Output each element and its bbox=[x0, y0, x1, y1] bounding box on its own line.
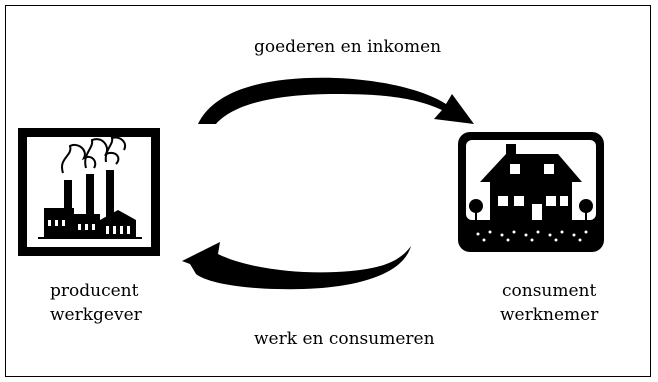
diagram-frame: goederen en inkomen werk en consumeren p… bbox=[5, 5, 651, 377]
bottom-arrow bbox=[182, 242, 411, 290]
producer-label: producent werkgever bbox=[50, 279, 142, 327]
factory-icon bbox=[18, 128, 160, 256]
consumer-label: consument werknemer bbox=[500, 279, 598, 327]
producer-line2: werkgever bbox=[50, 305, 142, 325]
top-flow-label: goederen en inkomen bbox=[254, 37, 442, 57]
consumer-line1: consument bbox=[502, 281, 597, 301]
bottom-flow-label: werk en consumeren bbox=[254, 329, 435, 349]
top-arrow bbox=[198, 77, 474, 124]
producer-line1: producent bbox=[50, 281, 139, 301]
diagram-canvas bbox=[18, 77, 604, 290]
consumer-line2: werknemer bbox=[500, 305, 599, 325]
house-icon bbox=[458, 132, 604, 252]
